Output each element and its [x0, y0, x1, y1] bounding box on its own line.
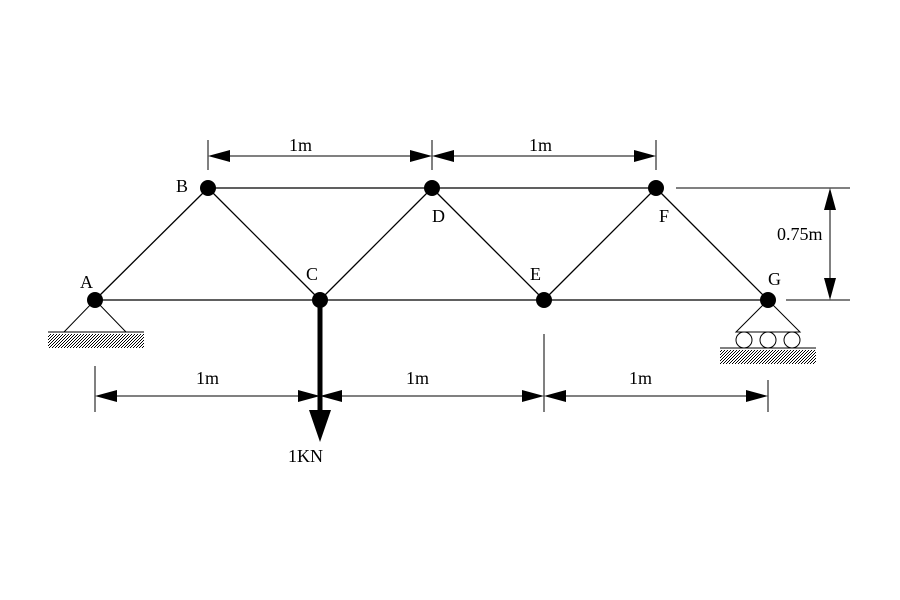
node-label-a: A: [80, 272, 93, 292]
dim-label-top-left: 1m: [289, 135, 312, 155]
arrow-right-icon: [634, 150, 656, 162]
member-e-f: [543, 187, 657, 301]
arrow-left-icon: [95, 390, 117, 402]
dim-label-bottom-middle: 1m: [406, 368, 429, 388]
arrow-left-icon: [432, 150, 454, 162]
truss-members: [94, 187, 769, 301]
roller-support-icon: [720, 299, 816, 364]
node-label-d: D: [432, 206, 445, 226]
joint-a: [87, 292, 103, 308]
arrow-right-icon: [298, 390, 320, 402]
member-f-g: [655, 187, 769, 301]
arrow-right-icon: [746, 390, 768, 402]
dim-label-bottom-right: 1m: [629, 368, 652, 388]
dimension-labels: 1m 1m 0.75m 1m 1m 1m: [196, 135, 823, 388]
load-arrow-icon: [309, 300, 331, 442]
joint-e: [536, 292, 552, 308]
arrow-up-icon: [824, 188, 836, 210]
arrow-down-icon: [824, 278, 836, 300]
member-b-c: [207, 187, 321, 301]
dim-label-bottom-left: 1m: [196, 368, 219, 388]
joint-f: [648, 180, 664, 196]
arrow-left-icon: [544, 390, 566, 402]
node-label-c: C: [306, 264, 318, 284]
dim-label-height: 0.75m: [777, 224, 823, 244]
truss-joints: [87, 180, 776, 308]
dim-label-top-right: 1m: [529, 135, 552, 155]
member-d-e: [431, 187, 545, 301]
node-label-b: B: [176, 176, 188, 196]
joint-b: [200, 180, 216, 196]
arrow-left-icon: [320, 390, 342, 402]
member-c-d: [319, 187, 433, 301]
member-a-b: [94, 187, 209, 301]
joint-d: [424, 180, 440, 196]
dimension-lines: [95, 150, 836, 402]
load-label: 1KN: [288, 446, 323, 466]
arrow-left-icon: [208, 150, 230, 162]
pin-support-icon: [48, 299, 144, 348]
node-label-f: F: [659, 206, 669, 226]
arrow-right-icon: [410, 150, 432, 162]
node-label-g: G: [768, 269, 781, 289]
node-labels: A B C D E F G: [80, 176, 781, 292]
arrow-right-icon: [522, 390, 544, 402]
node-label-e: E: [530, 264, 541, 284]
joint-g: [760, 292, 776, 308]
joint-c: [312, 292, 328, 308]
